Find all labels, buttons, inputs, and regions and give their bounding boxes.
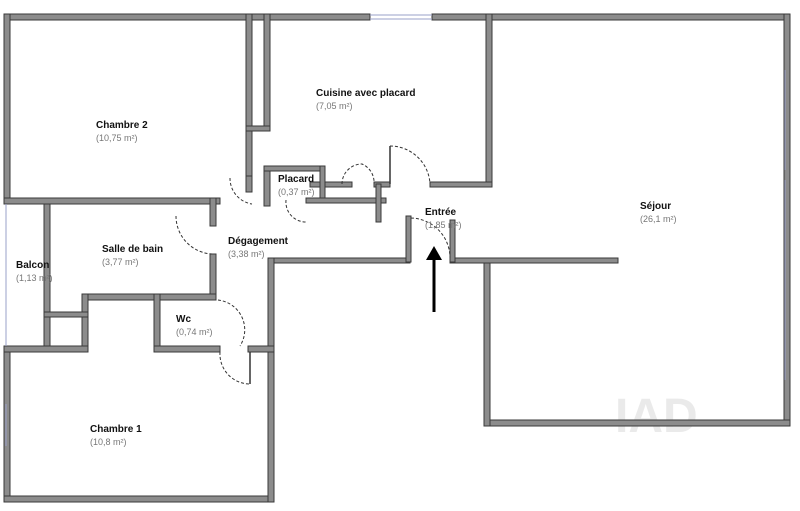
wall-sejour-left (483, 257, 491, 427)
wall-sejour-step (449, 257, 619, 264)
wall-corridor-bottom (267, 257, 411, 264)
wall-entree-right (449, 219, 456, 263)
room-area-salle-de-bain: (3,77 m²) (102, 257, 139, 267)
room-area-chambre-1: (10,8 m²) (90, 437, 127, 447)
room-name-entree: Entrée (425, 207, 457, 218)
wall-top-left (3, 13, 371, 21)
door-entree-arc (410, 217, 451, 259)
door-cuisine-arc (389, 145, 431, 185)
room-name-degagement: Dégagement (228, 236, 289, 247)
room-name-placard: Placard (278, 174, 314, 185)
room-name-wc: Wc (176, 314, 191, 325)
wall-placard-bottom (305, 197, 387, 204)
wall-chambre2-bottom (3, 197, 221, 205)
wall-cuisine-left (263, 13, 271, 131)
wall-chambre1-top (3, 345, 89, 353)
wall-sdb-step (81, 293, 89, 351)
watermark-logo: IAD (615, 390, 698, 443)
wall-left-upper (3, 13, 11, 205)
room-area-chambre-2: (10,75 m²) (96, 133, 138, 143)
wall-wc-left (153, 293, 161, 353)
wall-chambre2-shaft (245, 125, 271, 132)
room-name-salle-de-bain: Salle de bain (102, 244, 163, 255)
room-area-cuisine: (7,05 m²) (316, 101, 353, 111)
wall-chambre1-right (267, 345, 275, 503)
room-name-balcon: Balcon (16, 260, 49, 271)
doors (175, 145, 451, 385)
wall-wc-bottom (153, 345, 221, 353)
wall-placard-left (263, 165, 271, 207)
room-area-degagement: (3,38 m²) (228, 249, 265, 259)
room-name-chambre-1: Chambre 1 (90, 424, 142, 435)
walls (3, 13, 791, 503)
door-sdb-arc (175, 215, 213, 255)
windows (5, 14, 786, 446)
entrance-arrow (426, 246, 442, 312)
room-area-placard: (0,37 m²) (278, 187, 315, 197)
room-name-sejour: Séjour (640, 201, 671, 212)
wall-cupboard-top (43, 311, 89, 318)
wall-sdb-right-upper (209, 197, 217, 227)
wall-cuisine-right (485, 13, 493, 187)
wall-left-lower (3, 345, 11, 503)
wall-sdb-right-lower (209, 253, 217, 301)
wall-cuisine-door-jamb (373, 181, 391, 188)
wall-corridor-left (267, 257, 275, 353)
door-cuisine-small-arc (341, 163, 375, 185)
wall-chambre2-right (245, 13, 253, 181)
wall-sejour-bottom (483, 419, 791, 427)
room-labels: Chambre 2 (10,75 m²) Cuisine avec placar… (16, 88, 677, 447)
room-name-cuisine: Cuisine avec placard (316, 88, 416, 99)
door-wc-arc (217, 299, 246, 347)
wall-cuisine-bottom-left (309, 181, 353, 188)
room-area-sejour: (26,1 m²) (640, 214, 677, 224)
room-name-chambre-2: Chambre 2 (96, 120, 148, 131)
wall-placard-top (263, 165, 325, 172)
wall-placard-right (319, 165, 326, 203)
room-area-balcon: (1,13 m²) (16, 273, 53, 283)
wall-chambre1-top-right (247, 345, 275, 353)
wall-cuisine-bottom (429, 181, 493, 188)
room-area-wc: (0,74 m²) (176, 327, 213, 337)
door-placard-arc (285, 199, 307, 223)
wall-entree-left (405, 215, 412, 263)
wall-sdb-bottom (81, 293, 217, 301)
door-chambre1-arc (219, 351, 251, 385)
wall-shaft-lower (245, 175, 253, 193)
wall-bottom-left (3, 495, 275, 503)
wall-placard-stub (375, 183, 382, 223)
room-area-entree: (1,85 m²) (425, 220, 462, 230)
